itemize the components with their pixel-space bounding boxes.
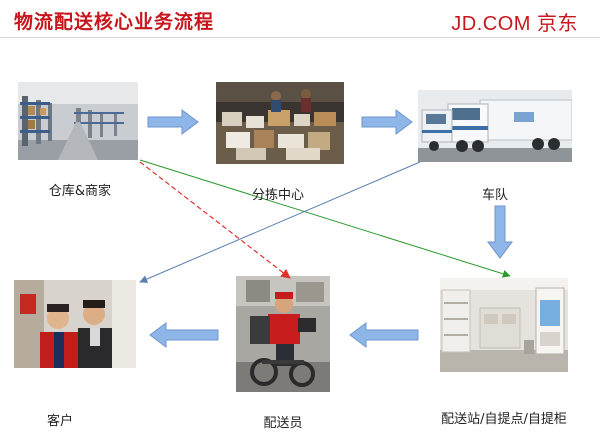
truck-fleet-photo — [418, 90, 572, 162]
delivery-station-photo — [440, 278, 568, 372]
sorting-center-photo — [216, 82, 344, 164]
node-label-warehouse: 仓库&商家 — [48, 184, 112, 199]
node-label-sorting: 分拣中心 — [251, 188, 304, 203]
node-label-customer: 客户 — [46, 414, 73, 429]
courier-photo — [236, 276, 330, 392]
node-label-courier: 配送员 — [263, 416, 303, 431]
flow-arrow-station-to-courier — [349, 322, 419, 348]
flow-arrow-fleet-to-station — [487, 205, 513, 259]
page-title: 物流配送核心业务流程 — [14, 11, 215, 33]
red-dashed-link-warehouse-to-courier — [139, 161, 291, 279]
node-label-fleet: 车队 — [481, 188, 508, 203]
flow-arrow-sorting-to-fleet — [361, 109, 413, 135]
flow-arrow-warehouse-to-sorting — [147, 109, 199, 135]
customer-photo — [14, 280, 136, 368]
flow-arrow-courier-to-customer — [149, 322, 219, 348]
warehouse-photo — [18, 82, 138, 160]
jd-logo: JD.COM 京东 — [451, 13, 578, 35]
header-divider — [0, 37, 600, 38]
green-link-warehouse-to-station — [139, 159, 511, 278]
node-label-station: 配送站/自提点/自提柜 — [441, 412, 567, 427]
blue-link-fleet-to-customer — [139, 161, 421, 283]
